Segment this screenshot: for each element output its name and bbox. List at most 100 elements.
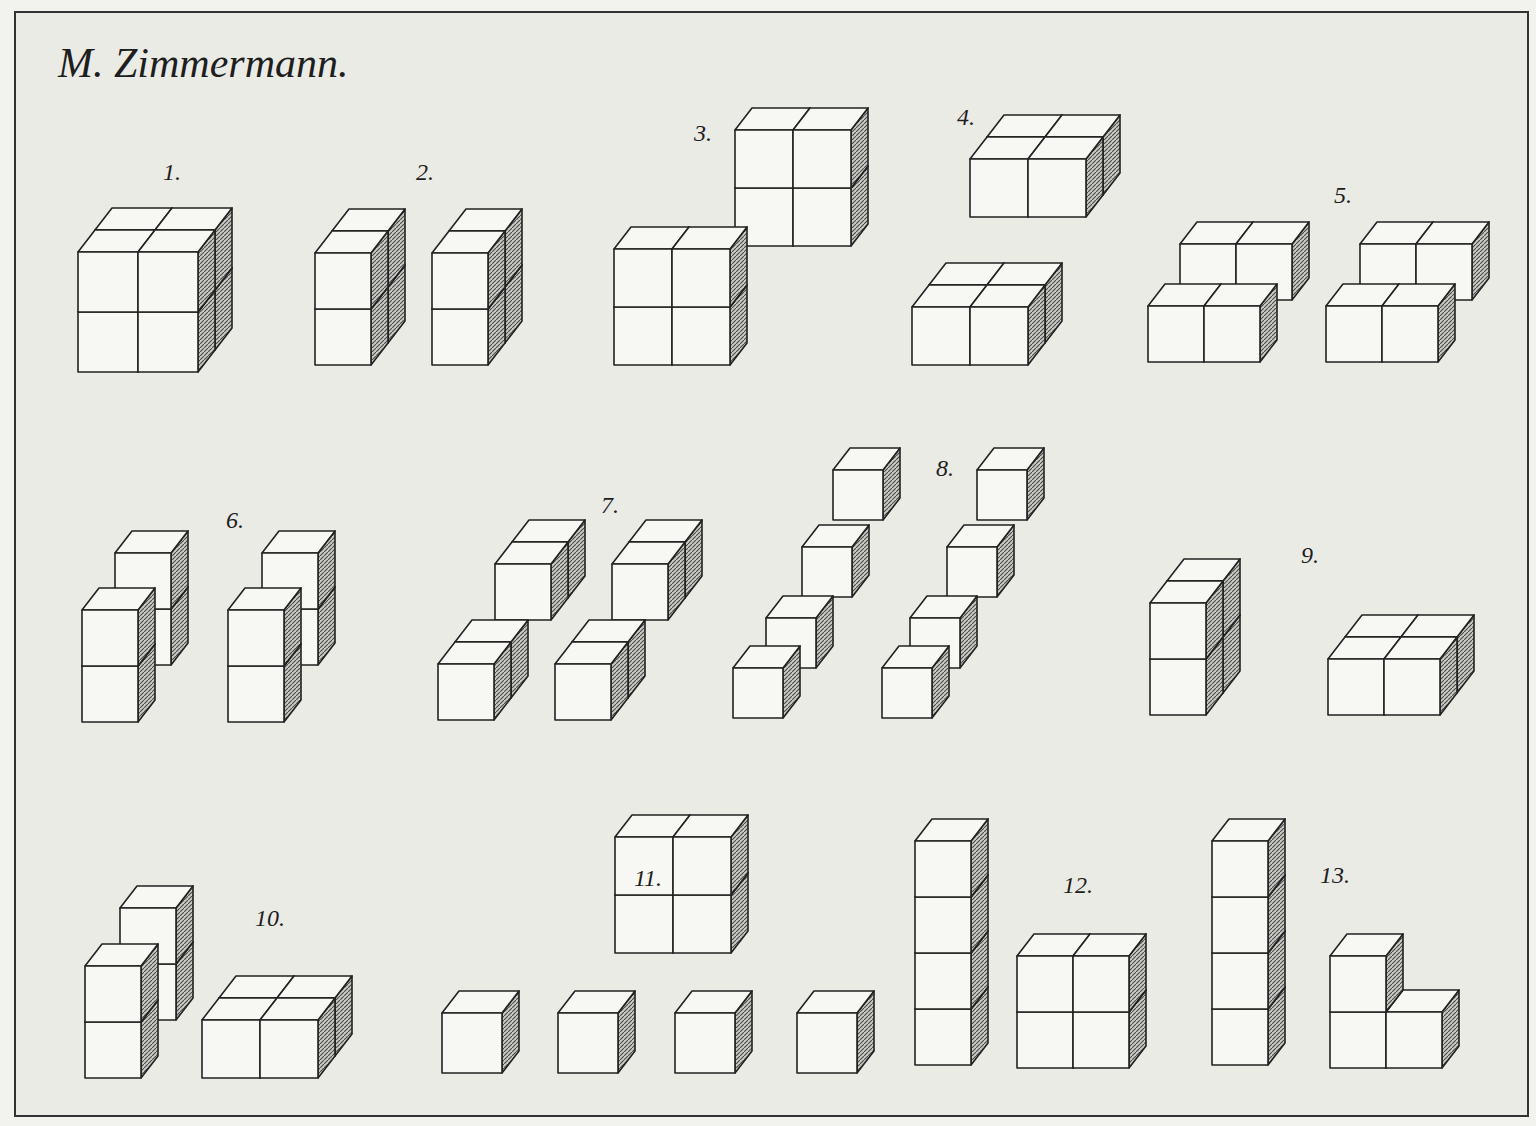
cube-front-face (260, 1020, 318, 1078)
cube-front-face (555, 664, 611, 720)
cube-piece (438, 620, 528, 720)
cube-front-face (1212, 953, 1268, 1009)
cube-piece (970, 115, 1120, 217)
cube-front-face (1382, 306, 1438, 362)
cube-front-face (615, 837, 673, 895)
figure-number: 13. (1320, 862, 1350, 888)
cube (977, 448, 1044, 520)
cube-piece (915, 819, 988, 1065)
cube-front-face (315, 253, 371, 309)
cube (558, 991, 635, 1073)
cube (85, 944, 158, 1022)
cube-top-face (1401, 615, 1474, 637)
cube-piece (1148, 284, 1277, 362)
figure-number: 11. (634, 865, 662, 891)
cube (947, 525, 1014, 597)
cube-front-face (672, 307, 730, 365)
cube (138, 230, 215, 312)
cube-top-face (438, 642, 511, 664)
cube-top-face (495, 542, 568, 564)
cube-front-face (612, 564, 668, 620)
cube-front-face (915, 953, 971, 1009)
cube-top-face (555, 642, 628, 664)
cube-top-face (315, 231, 388, 253)
cube-top-face (432, 231, 505, 253)
figure-number: 2. (416, 159, 434, 185)
cube-top-face (1028, 137, 1103, 159)
cube-front-face (1212, 1009, 1268, 1065)
cube-top-face (1330, 934, 1403, 956)
cube-front-face (558, 1013, 618, 1073)
cube-front-face (1326, 306, 1382, 362)
cube-front-face (915, 841, 971, 897)
figure-number: 9. (1301, 542, 1319, 568)
cube-front-face (228, 610, 284, 666)
cube-top-face (947, 525, 1014, 547)
cube-front-face (1204, 306, 1260, 362)
cube-top-face (1384, 637, 1457, 659)
cube-top-face (572, 620, 645, 642)
cube-top-face (977, 448, 1044, 470)
cube-top-face (277, 976, 352, 998)
cube-front-face (733, 668, 783, 718)
cube (228, 588, 301, 666)
cube-piece (882, 646, 949, 718)
cube-top-face (675, 991, 752, 1013)
cube-front-face (615, 895, 673, 953)
frame (15, 12, 1528, 1116)
cube-top-face (120, 886, 193, 908)
cube-front-face (672, 249, 730, 307)
figure-number: 3. (694, 120, 712, 146)
cube-front-face (1212, 897, 1268, 953)
cube-front-face (912, 307, 970, 365)
cube-front-face (1212, 841, 1268, 897)
cube (1073, 934, 1146, 1012)
cube-top-face (970, 285, 1045, 307)
cube-top-face (1073, 934, 1146, 956)
cube-front-face (1150, 603, 1206, 659)
cube-top-face (766, 596, 833, 618)
cube-top-face (138, 230, 215, 252)
cube-front-face (138, 252, 198, 312)
cube (675, 991, 752, 1073)
cube-front-face (1328, 659, 1384, 715)
cube (315, 231, 388, 309)
signature-title: M. Zimmermann. (58, 40, 349, 86)
cube-front-face (802, 547, 852, 597)
cube-front-face (442, 1013, 502, 1073)
cube-front-face (1330, 956, 1386, 1012)
cube (1212, 819, 1285, 897)
cube-front-face (915, 1009, 971, 1065)
cube (915, 819, 988, 897)
cube-front-face (675, 1013, 735, 1073)
cube (1204, 284, 1277, 362)
cube (970, 285, 1045, 365)
figure-number: 5. (1334, 182, 1352, 208)
cube-front-face (1330, 1012, 1386, 1068)
cube-top-face (1236, 222, 1309, 244)
cube-front-face (1148, 306, 1204, 362)
cube-piece (555, 620, 645, 720)
cube-top-face (915, 819, 988, 841)
cube-front-face (78, 312, 138, 372)
cube-top-face (155, 208, 232, 230)
cube-top-face (1167, 559, 1240, 581)
cube-top-face (793, 108, 868, 130)
cube-front-face (793, 130, 851, 188)
cube-front-face (793, 188, 851, 246)
cube-piece (432, 209, 522, 365)
figure-number: 12. (1063, 872, 1093, 898)
cube-front-face (970, 307, 1028, 365)
cube-piece (85, 944, 158, 1078)
cube-piece (733, 646, 800, 718)
cube-piece (1212, 819, 1285, 1065)
cube-top-face (262, 531, 335, 553)
cube (833, 448, 900, 520)
cube-front-face (78, 252, 138, 312)
figure-number: 10. (255, 905, 285, 931)
cube-front-face (138, 312, 198, 372)
cube-top-face (833, 448, 900, 470)
cube-piece (977, 448, 1044, 520)
cube (612, 542, 685, 620)
cube-top-face (987, 263, 1062, 285)
